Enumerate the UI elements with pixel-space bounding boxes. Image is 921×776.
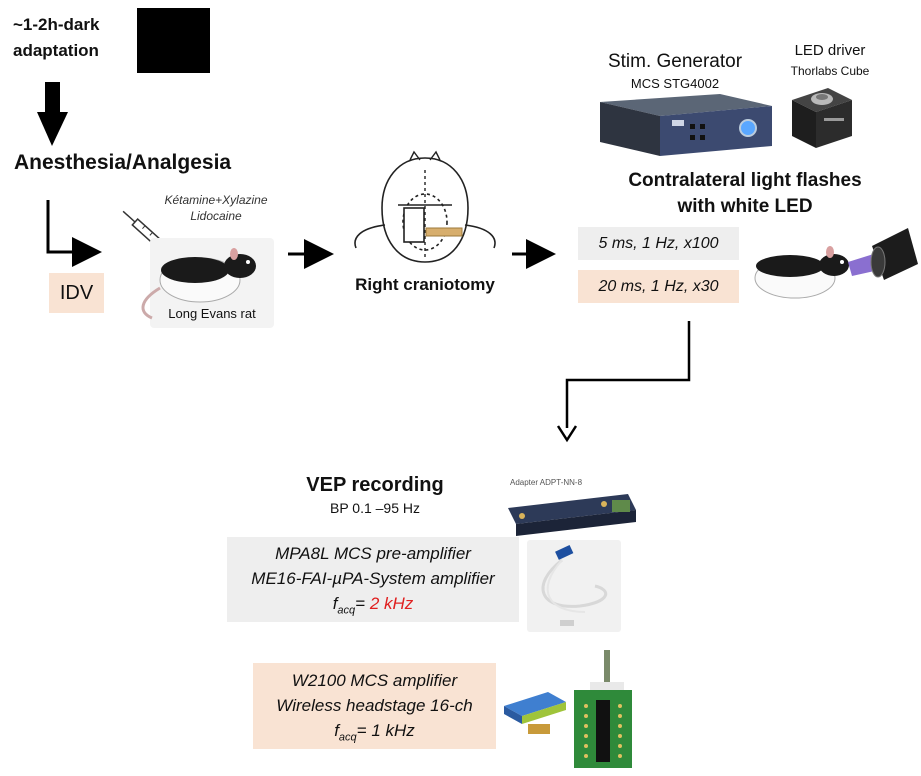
led-driver-title: LED driver	[794, 42, 866, 59]
wired-amplifier-box: MPA8L MCS pre-amplifier ME16-FAI-µPA-Sys…	[227, 537, 519, 622]
wireless-facq-value: 1 kHz	[371, 721, 415, 740]
rat-label: Long Evans rat	[168, 306, 256, 321]
wired-facq-eq: =	[355, 594, 370, 613]
stim-generator-title: Stim. Generator	[607, 51, 743, 72]
wired-line1: MPA8L MCS pre-amplifier	[275, 544, 471, 563]
drug-labels: Kétamine+Xylazine Lidocaine	[156, 192, 276, 224]
stim-generator-model: MCS STG4002	[630, 76, 720, 91]
protocol-2-label: 20 ms, 1 Hz, x30	[598, 278, 719, 295]
wireless-line2: Wireless headstage 16-ch	[276, 696, 473, 715]
open-arrowhead	[556, 425, 578, 443]
wireless-facq: facq= 1 kHz	[253, 718, 496, 750]
wired-facq-sub: acq	[337, 604, 356, 617]
flash-line2: with white LED	[677, 196, 813, 217]
wireless-facq-sub: acq	[338, 731, 357, 744]
vep-band: BP 0.1 –95 Hz	[329, 500, 421, 516]
dark-square	[137, 8, 210, 73]
dark-adaptation-line1: ~1-2h-dark	[13, 15, 100, 34]
wireless-facq-symbol: f	[334, 721, 339, 740]
down-arrow-big	[37, 82, 68, 146]
wired-line2: ME16-FAI-µPA-System amplifier	[251, 569, 495, 588]
elbow-arrow-vep	[565, 321, 691, 428]
protocol-1-label: 5 ms, 1 Hz, x100	[598, 235, 719, 252]
flash-line1: Contralateral light flashes	[628, 170, 862, 191]
dark-adaptation-label: ~1-2h-dark adaptation	[13, 12, 99, 64]
wired-facq-value: 2 kHz	[369, 594, 414, 613]
wired-facq: facq= 2 kHz	[227, 591, 519, 623]
craniotomy-label: Right craniotomy	[355, 275, 495, 294]
vep-title: VEP recording	[306, 474, 444, 496]
idv-label: IDV	[59, 282, 94, 304]
wireless-line1: W2100 MCS amplifier	[291, 671, 458, 690]
anesthesia-title: Anesthesia/Analgesia	[14, 151, 232, 174]
flash-description: Contralateral light flashes with white L…	[595, 168, 895, 220]
protocol-box-2: 20 ms, 1 Hz, x30	[578, 270, 739, 303]
l-arrow-idv	[46, 200, 102, 267]
dark-adaptation-line2: adaptation	[13, 41, 99, 60]
adapter-label: Adapter ADPT-NN-8	[510, 478, 583, 487]
drug-lidocaine: Lidocaine	[190, 209, 242, 223]
wired-facq-symbol: f	[332, 594, 338, 613]
wireless-facq-eq: =	[356, 721, 372, 740]
wireless-amplifier-box: W2100 MCS amplifier Wireless headstage 1…	[253, 663, 496, 749]
led-driver-model: Thorlabs Cube	[790, 64, 870, 78]
drug-ketamine: Kétamine+Xylazine	[164, 193, 268, 207]
protocol-box-1: 5 ms, 1 Hz, x100	[578, 227, 739, 260]
idv-box: IDV	[49, 273, 104, 313]
